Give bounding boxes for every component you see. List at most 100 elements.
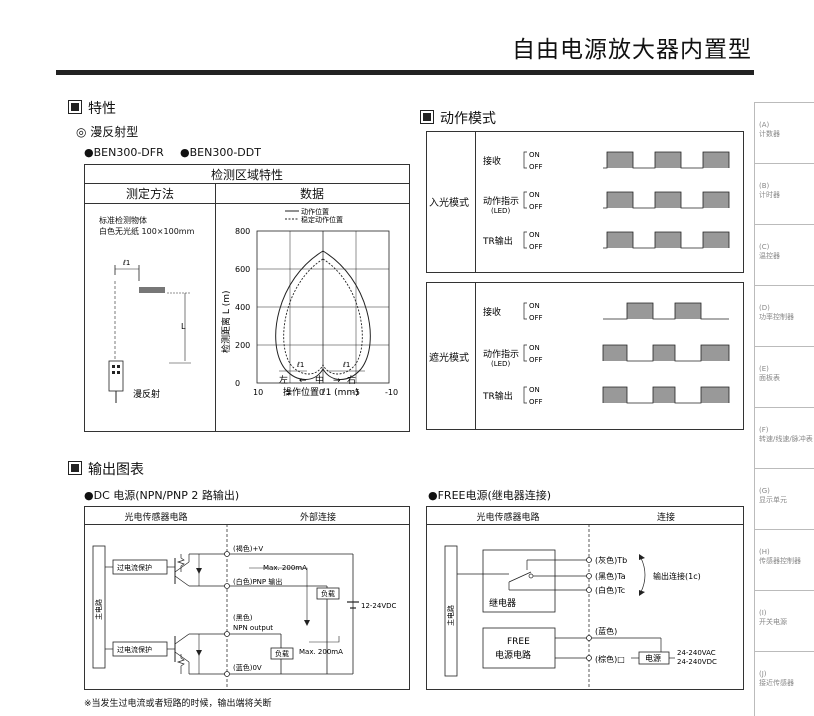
timing-waveform xyxy=(603,151,730,169)
side-tab-name: 接近传感器 xyxy=(759,679,794,687)
x-tick: -5 xyxy=(352,388,360,397)
x-tick: 0 xyxy=(319,388,324,397)
timing-pulse xyxy=(603,345,627,361)
brown-v-label: (褐色)+V xyxy=(233,544,263,553)
timing-row-sub: (LED) xyxy=(491,360,510,368)
side-tab-code: (A) xyxy=(759,121,770,129)
timing-pulse xyxy=(627,303,653,319)
side-tabs: (A)计数器(B)计时器(C)温控器(D)功率控制器(E)面板表(F)转速/线速… xyxy=(754,102,814,716)
main-circuit-bar-2 xyxy=(444,545,458,677)
col-data: 数据 xyxy=(299,187,324,201)
side-tab-name: 开关电源 xyxy=(759,618,787,626)
timing-pulse xyxy=(607,232,633,248)
timing-pulse xyxy=(653,387,675,403)
light-on-label: 入光模式 xyxy=(429,198,469,209)
timing-waveform xyxy=(602,344,730,362)
off-label: OFF xyxy=(529,356,543,364)
output-conn-label: 输出连接(1c) xyxy=(653,571,701,581)
relay-label: 继电器 xyxy=(489,597,516,609)
x-arrow-left: ← xyxy=(299,376,307,386)
on-label: ON xyxy=(529,231,540,239)
free-circuit-box: 光电传感器电路 连接 主电路 继电器 FREE 电源电路 (灰色)Tb (黑色)… xyxy=(426,506,744,690)
vdc-label: 24-240VDC xyxy=(677,658,717,666)
side-tab-1[interactable]: (B)计时器 xyxy=(755,163,814,223)
side-tab-3[interactable]: (D)功率控制器 xyxy=(755,285,814,345)
black-ta-label: (黑色)Ta xyxy=(595,571,626,581)
table-divider-1 xyxy=(85,183,409,184)
on-label: ON xyxy=(529,344,540,352)
timing-pulse xyxy=(607,152,633,168)
side-tab-code: (I) xyxy=(759,609,767,617)
timing-pulse xyxy=(675,303,701,319)
vac-label: 24-240VAC xyxy=(677,649,716,657)
white-tc-label: (白色)Tc xyxy=(595,585,625,595)
max-current-2: Max. 200mA xyxy=(299,648,343,656)
y-tick: 0 xyxy=(235,379,240,388)
off-label: OFF xyxy=(529,314,543,322)
square-bullet-icon xyxy=(68,100,82,114)
timing-row-sub: (LED) xyxy=(491,207,510,215)
power-label: 电源 xyxy=(645,653,661,663)
method-note-1: 标准检测物体 xyxy=(99,216,147,225)
timing-pulse xyxy=(607,192,633,208)
output-heading: 输出图表 xyxy=(68,459,144,479)
timing-row-label: 动作指示 xyxy=(483,348,519,360)
dc-title: ●DC 电源(NPN/PNP 2 路输出) xyxy=(84,489,240,502)
sensor-label: 漫反射 xyxy=(133,388,160,400)
x-dir-right: 右 xyxy=(347,374,356,386)
l1-label: ℓ1 xyxy=(122,259,130,267)
side-tab-2[interactable]: (C)温控器 xyxy=(755,224,814,284)
side-tab-name: 传感器控制器 xyxy=(759,557,801,565)
timing-pulse xyxy=(603,387,627,403)
timing-pulse xyxy=(701,345,729,361)
timing-row-label: 接收 xyxy=(483,155,501,167)
target-object xyxy=(139,287,165,293)
timing-row-label: TR输出 xyxy=(482,235,513,247)
main-circuit-label-2: 主电路 xyxy=(446,605,455,626)
chart-ylabel: 检测距离 L (m) xyxy=(220,290,232,353)
off-label: OFF xyxy=(529,398,543,406)
load-2 xyxy=(270,647,294,660)
side-tab-name: 温控器 xyxy=(759,252,780,260)
light-off-label: 遮光模式 xyxy=(429,353,469,364)
table-title: 检测区域特性 xyxy=(210,168,283,182)
timing-pulse xyxy=(703,232,729,248)
on-label: ON xyxy=(529,151,540,159)
table-vdivider xyxy=(215,183,216,431)
off-label: OFF xyxy=(529,203,543,211)
action-mode-heading: 动作模式 xyxy=(420,108,496,128)
free-label-2: 电源电路 xyxy=(495,649,531,661)
side-tab-code: (C) xyxy=(759,243,770,251)
side-tab-8[interactable]: (I)开关电源 xyxy=(755,590,814,650)
side-tab-4[interactable]: (E)面板表 xyxy=(755,346,814,406)
page-title: 自由电源放大器内置型 xyxy=(512,37,752,63)
block-vdivider xyxy=(475,283,476,429)
side-tab-name: 转速/线速/脉冲表 xyxy=(759,435,813,443)
output-heading-text: 输出图表 xyxy=(88,462,144,478)
col-divider-2 xyxy=(427,524,743,525)
side-tab-5[interactable]: (F)转速/线速/脉冲表 xyxy=(755,407,814,467)
side-tab-code: (J) xyxy=(759,670,767,678)
on-label: ON xyxy=(529,386,540,394)
dc-circuit-box: 光电传感器电路 外部连接 主电路 过电流保护 过电流保护 xyxy=(84,506,410,690)
side-tab-7[interactable]: (H)传感器控制器 xyxy=(755,529,814,589)
sensor-body xyxy=(108,360,124,392)
blue-0v-label: (蓝色)0V xyxy=(233,663,262,672)
method-sketch: ℓ1 L 漫反射 xyxy=(108,259,191,403)
side-tab-9[interactable]: (J)接近传感器 xyxy=(755,651,814,711)
side-tab-0[interactable]: (A)计数器 xyxy=(755,102,814,162)
side-tab-name: 功率控制器 xyxy=(759,313,794,321)
timing-waveform xyxy=(603,191,730,209)
timing-row-label: 接收 xyxy=(483,306,501,318)
x-l1-right: ℓ1 xyxy=(342,361,350,369)
timing-pulse xyxy=(655,232,681,248)
side-tab-6[interactable]: (G)显示单元 xyxy=(755,468,814,528)
legend-1: 动作位置 xyxy=(301,207,329,216)
free-title: ●FREE电源(继电器连接) xyxy=(428,489,552,502)
chart-xlabel: 操作位置 ℓ1 (mm) xyxy=(283,386,359,398)
on-label: ON xyxy=(529,191,540,199)
side-tab-code: (F) xyxy=(759,426,769,434)
